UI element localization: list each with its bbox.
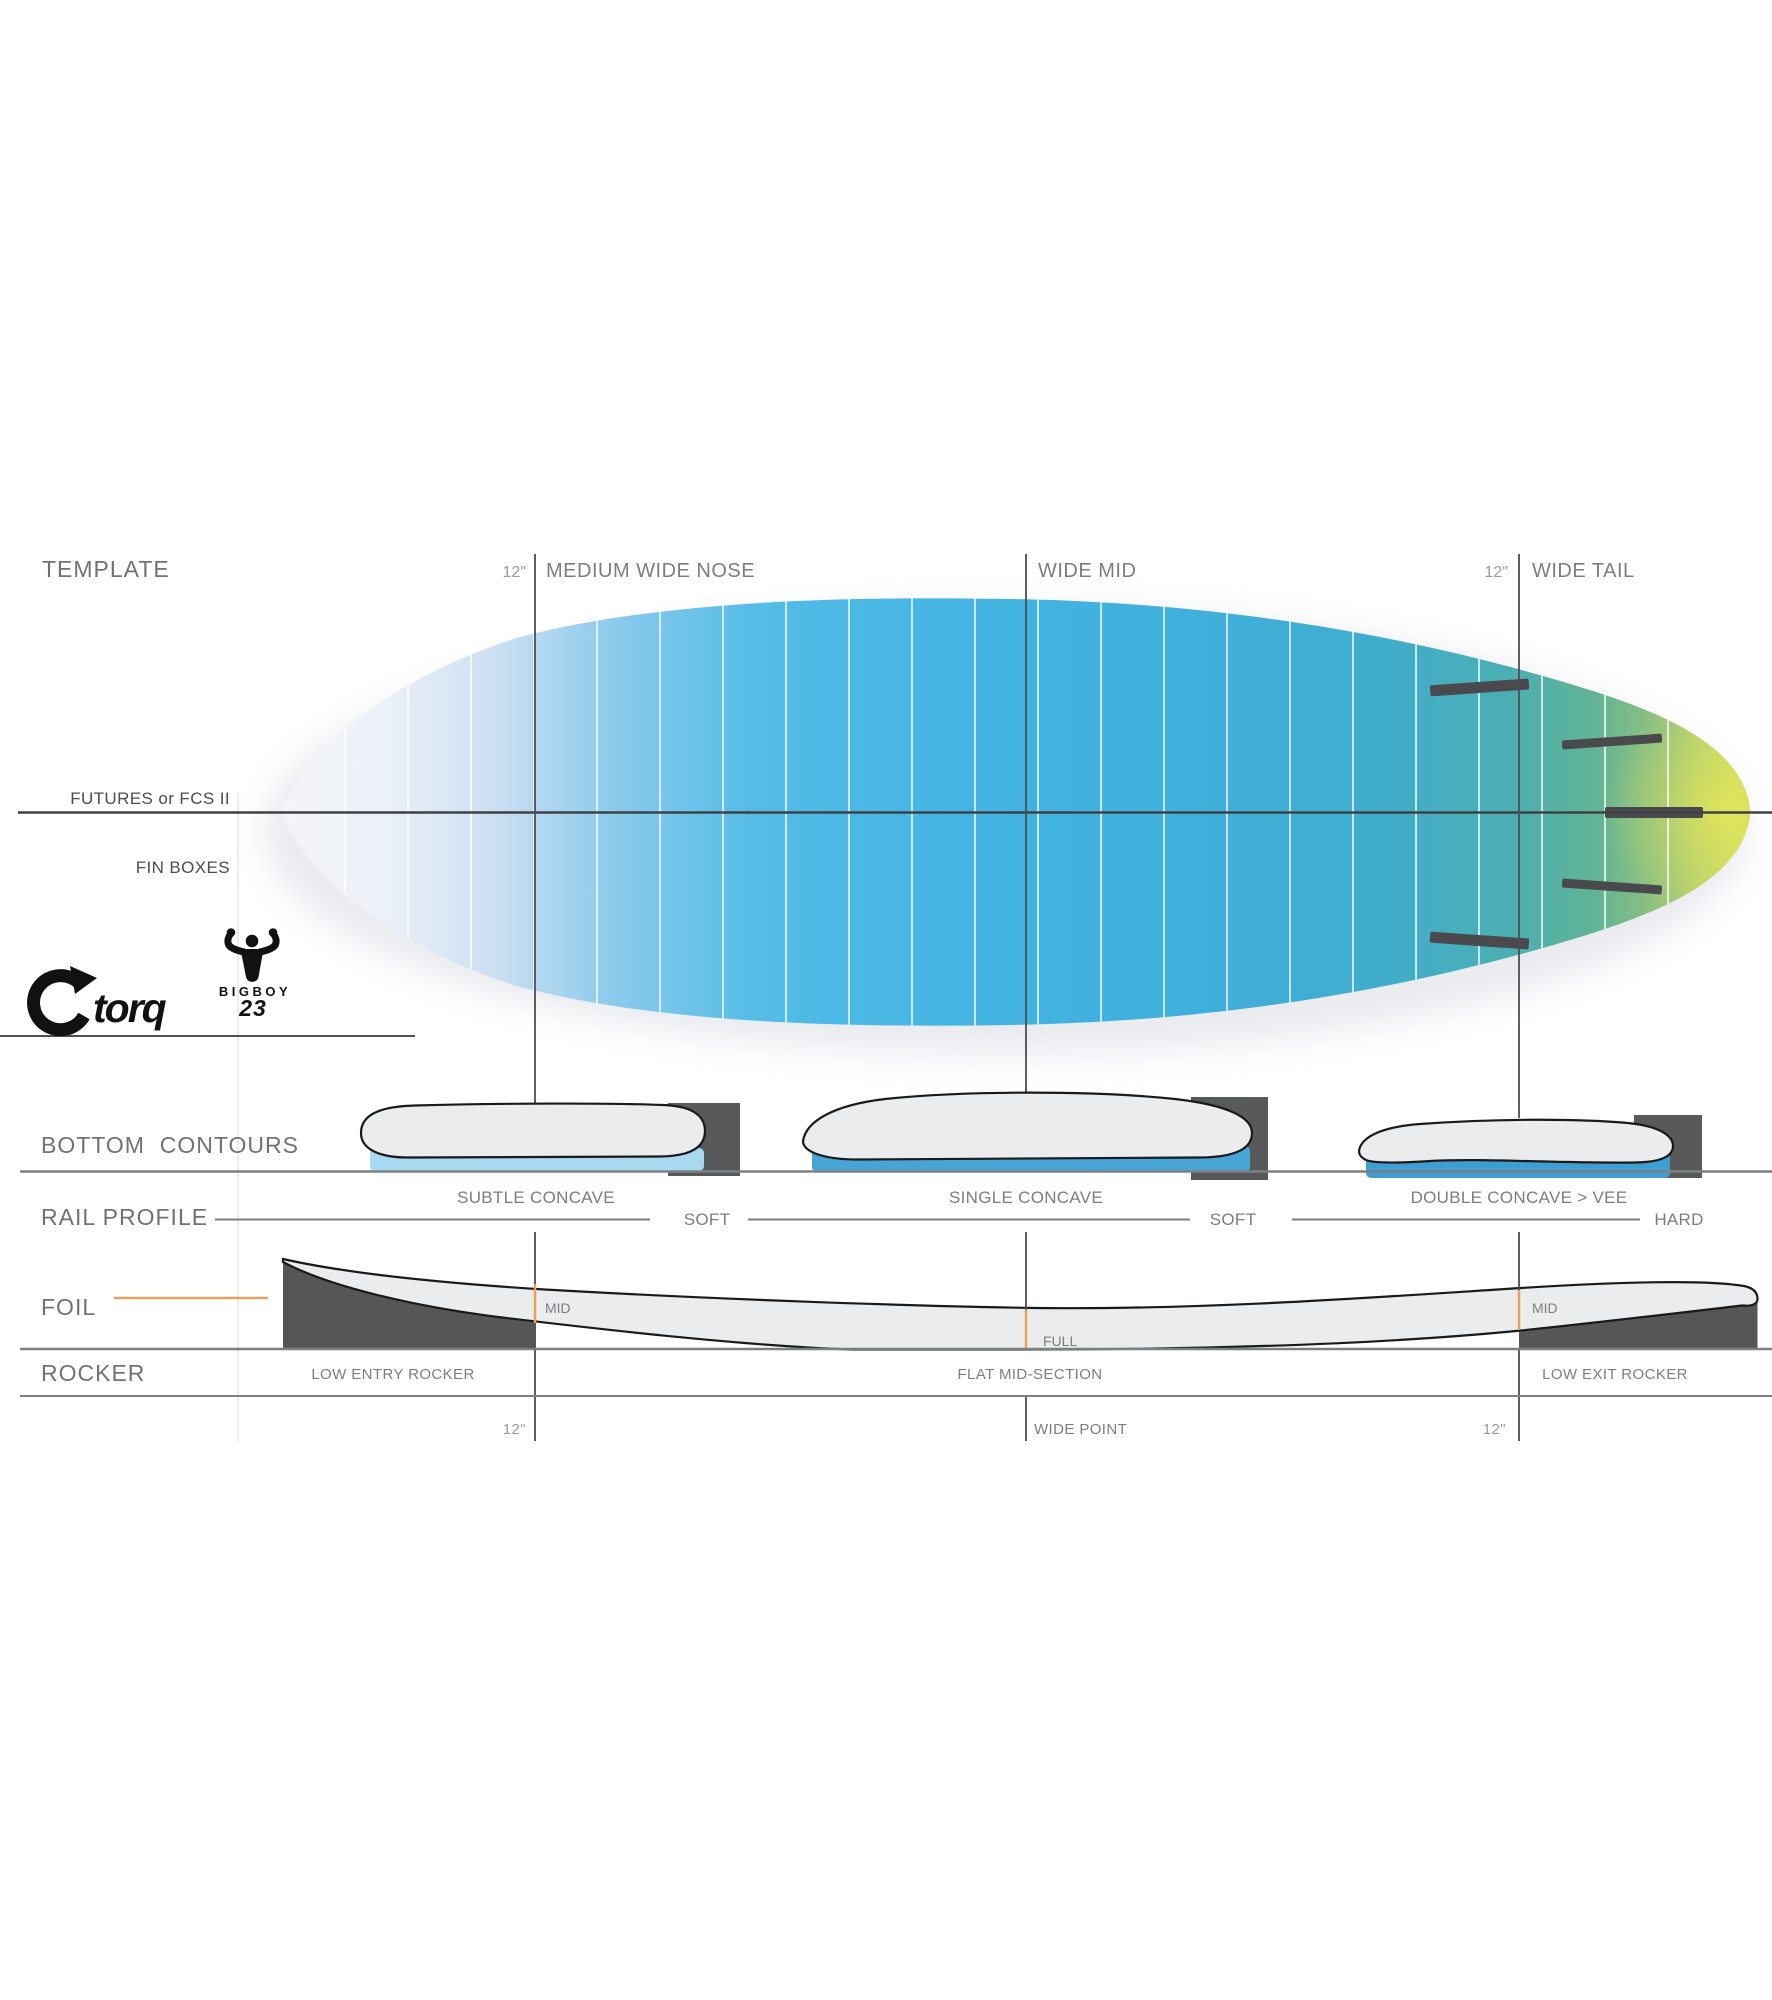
mid-width-label: WIDE MID [1038,560,1137,582]
rocker-label-exit: LOW EXIT ROCKER [1542,1366,1688,1383]
foil-graphics [114,1257,1759,1351]
entry-rocker-wedge [283,1262,536,1349]
bottom-contours-title: BOTTOM CONTOURS [41,1132,299,1158]
torq-logo: torq [27,966,169,1037]
fin-box-rear-bottom [1561,878,1663,895]
wide-point-label: WIDE POINT [1034,1421,1128,1438]
bigboy-wordmark: BIGBOY [218,984,292,999]
bigboy-model-number: 23 [239,995,267,1021]
template-section-title: TEMPLATE [42,556,170,582]
cross-section-tail [1357,1118,1675,1164]
rocker-measure-tail: 12" [1482,1421,1506,1438]
fin-boxes-note-line1: FUTURES or FCS II [70,789,230,808]
fin-boxes-note-line2: FIN BOXES [135,858,230,877]
foil-label-mid: FULL [1043,1333,1078,1349]
contour-label-tail: DOUBLE CONCAVE > VEE [1410,1188,1628,1207]
cross-section-nose [359,1102,707,1159]
nose-width-label: MEDIUM WIDE NOSE [546,560,756,582]
foil-title: FOIL [41,1294,97,1320]
rocker-title: ROCKER [41,1360,146,1386]
fin-box-front-top [1429,678,1530,697]
fin-box-rear-top [1561,733,1663,750]
foil-label-nose: MID [545,1300,571,1316]
contour-label-nose: SUBTLE CONCAVE [457,1188,615,1207]
foil-side-profile [281,1257,1759,1351]
torq-swoosh-icon [27,969,90,1037]
bottom-contours-graphics [359,1091,1702,1180]
rail-label-mid: SOFT [1209,1210,1257,1229]
foil-label-tail: MID [1532,1300,1558,1316]
rail-profile-title: RAIL PROFILE [41,1204,209,1230]
rail-label-nose: SOFT [683,1210,731,1229]
rocker-label-mid: FLAT MID-SECTION [957,1366,1103,1383]
muscleman-icon [224,928,280,982]
template-measure-lines [534,554,1520,1118]
rail-label-tail: HARD [1654,1210,1704,1229]
nose-measure-label: 12" [502,564,526,581]
cross-section-mid [801,1091,1254,1161]
contour-label-mid: SINGLE CONCAVE [948,1188,1104,1207]
rocker-measure-nose: 12" [502,1421,526,1438]
rocker-label-entry: LOW ENTRY ROCKER [311,1366,475,1383]
fin-boxes-note: FUTURES or FCS II FIN BOXES [0,741,230,925]
tail-measure-label: 12" [1484,564,1508,581]
torq-wordmark: torq [93,985,167,1031]
tail-width-label: WIDE TAIL [1532,560,1635,582]
fin-box-front-bottom [1429,931,1530,950]
torq-arrowhead-icon [70,966,97,994]
